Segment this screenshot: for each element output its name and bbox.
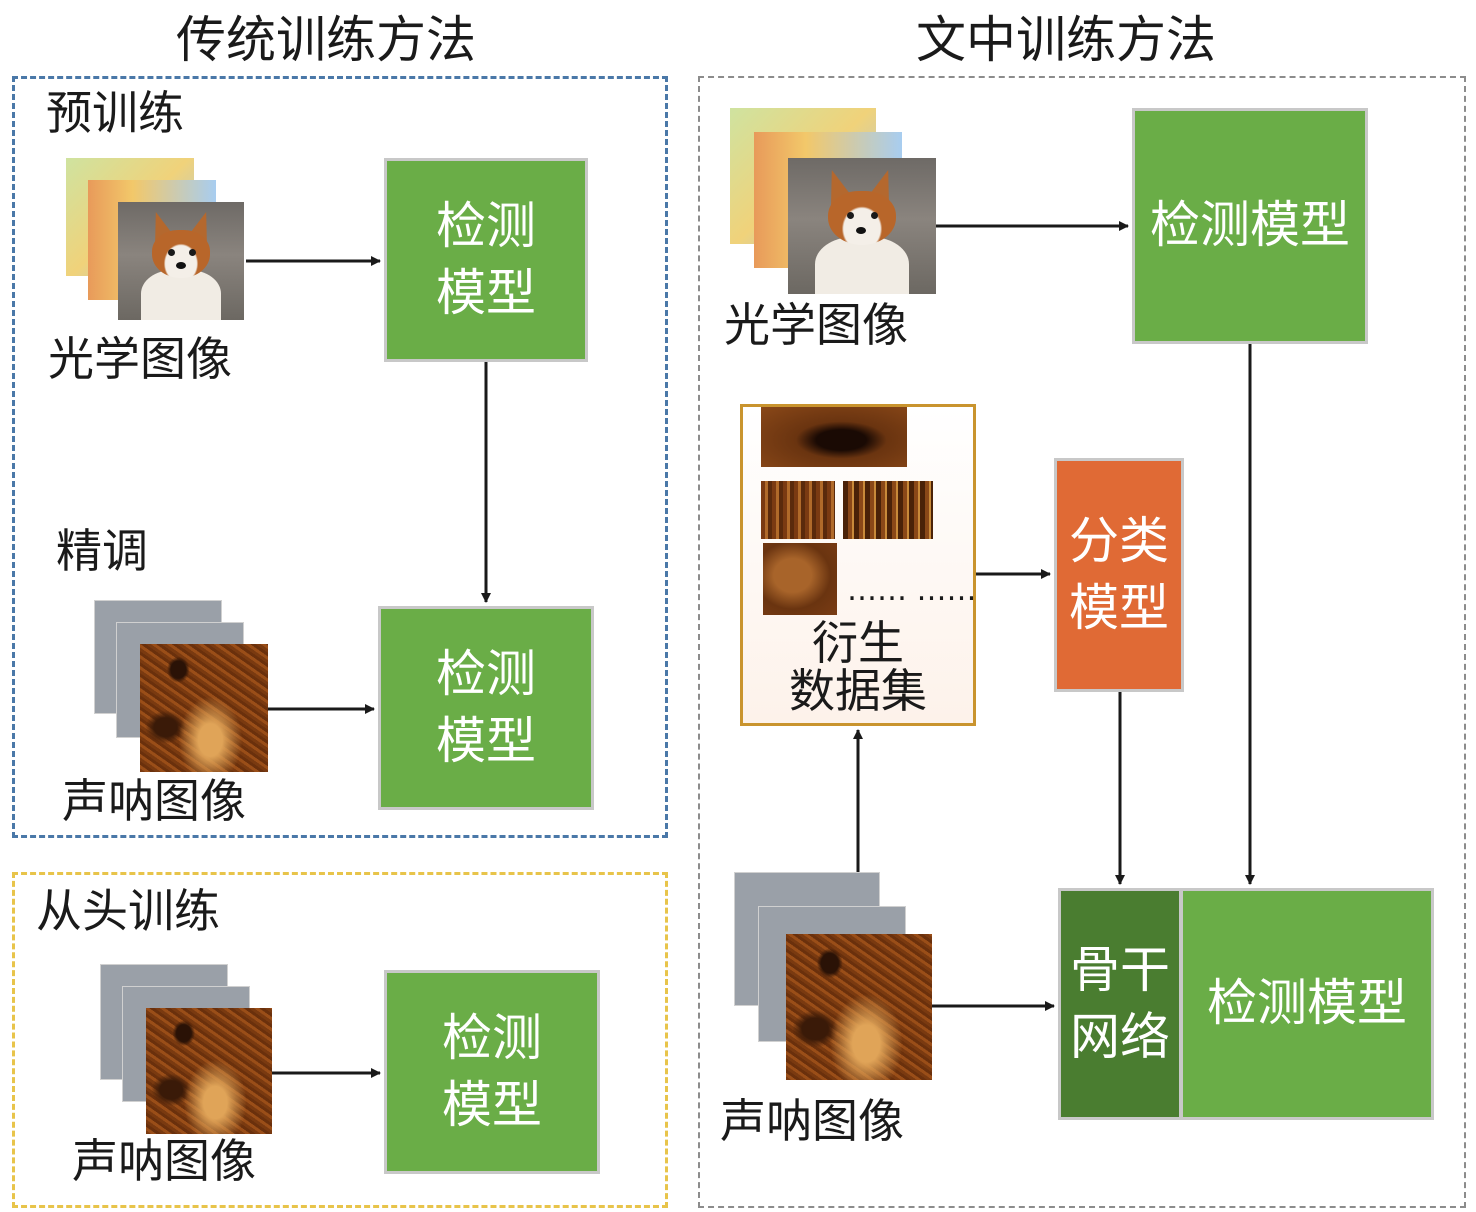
backbone-line1: 骨干 xyxy=(1070,940,1170,999)
pretrain-model-line2: 模型 xyxy=(436,264,536,322)
finetune-label: 精调 xyxy=(56,524,148,578)
finetune-model-line2: 模型 xyxy=(436,712,536,770)
scratch-frame xyxy=(12,872,668,1208)
pretrain-optical-label: 光学图像 xyxy=(48,332,232,386)
scratch-detection-model-box: 检测模型 xyxy=(384,970,600,1174)
proposed-detection-model-box: 检测模型 xyxy=(1132,108,1368,344)
backbone-line2: 网络 xyxy=(1070,1008,1170,1066)
pretrain-finetune-frame xyxy=(12,76,668,838)
proposed-model-label: 检测模型 xyxy=(1150,196,1350,255)
final-detection-model-box: 检测模型 xyxy=(1180,888,1434,1120)
finetune-sonar-label: 声呐图像 xyxy=(62,774,246,828)
final-model-label: 检测模型 xyxy=(1207,974,1407,1033)
finetune-model-line1: 检测 xyxy=(436,644,536,703)
proposed-sonar-label: 声呐图像 xyxy=(720,1094,904,1148)
scratch-model-line1: 检测 xyxy=(442,1008,542,1067)
scratch-model-line2: 模型 xyxy=(442,1076,542,1134)
derived-ellipsis: …… …… xyxy=(847,573,977,608)
derived-line2: 数据集 xyxy=(789,664,927,719)
proposed-frame xyxy=(698,76,1466,1208)
classification-model-box: 分类模型 xyxy=(1054,458,1184,692)
pretrain-model-line1: 检测 xyxy=(436,196,536,255)
pretrain-detection-model-box: 检测模型 xyxy=(384,158,588,362)
right-title: 文中训练方法 xyxy=(916,11,1216,69)
proposed-optical-label: 光学图像 xyxy=(724,298,908,352)
finetune-detection-model-box: 检测模型 xyxy=(378,606,594,810)
derived-dataset-label: 衍生 数据集 xyxy=(743,619,973,716)
pretrain-label: 预训练 xyxy=(46,86,184,140)
classify-line1: 分类 xyxy=(1069,511,1169,570)
derived-line1: 衍生 xyxy=(812,616,904,670)
classify-line2: 模型 xyxy=(1069,579,1169,637)
left-title: 传统训练方法 xyxy=(176,11,476,69)
derived-dataset-box: …… …… 衍生 数据集 xyxy=(740,404,977,726)
scratch-label: 从头训练 xyxy=(36,884,220,938)
scratch-sonar-label: 声呐图像 xyxy=(72,1134,256,1188)
